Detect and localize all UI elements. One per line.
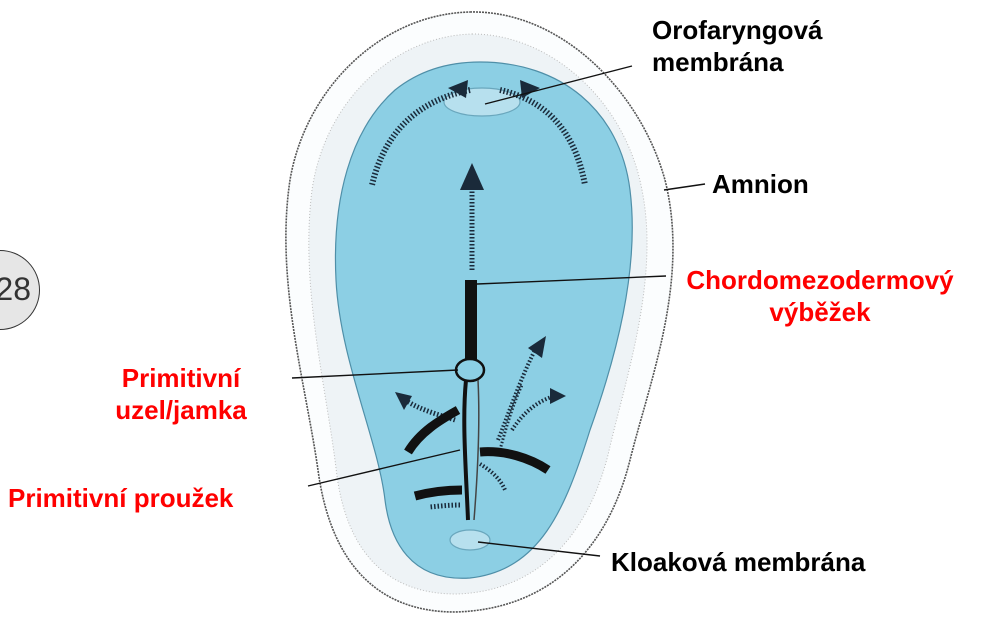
migration-arrow-left-lower [430,505,460,507]
page-number: 28 [0,271,31,308]
primitivni-uzel-shape [456,359,484,381]
label-chordomezodermovy: Chordomezodermový výběžek [667,264,973,328]
kloakova-membrana-shape [450,530,490,550]
label-primitivni-uzel: Primitivní uzel/jamka [96,362,266,426]
label-orofaryngova-line2: membrána [652,46,823,78]
label-kloakova-membrana: Kloaková membrána [611,546,865,578]
chordomezodermovy-vybezek-shape [465,280,477,365]
leader-amnion [664,184,705,190]
label-orofaryngova: Orofaryngová membrána [652,14,823,78]
label-orofaryngova-line1: Orofaryngová [652,14,823,46]
label-primitivni-uzel-line2: uzel/jamka [96,394,266,426]
label-chordomezodermovy-line2: výběžek [667,296,973,328]
label-primitivni-prouzek: Primitivní proužek [8,482,233,514]
label-amnion: Amnion [712,168,809,200]
label-primitivni-uzel-line1: Primitivní [96,362,266,394]
label-chordomezodermovy-line1: Chordomezodermový [667,264,973,296]
